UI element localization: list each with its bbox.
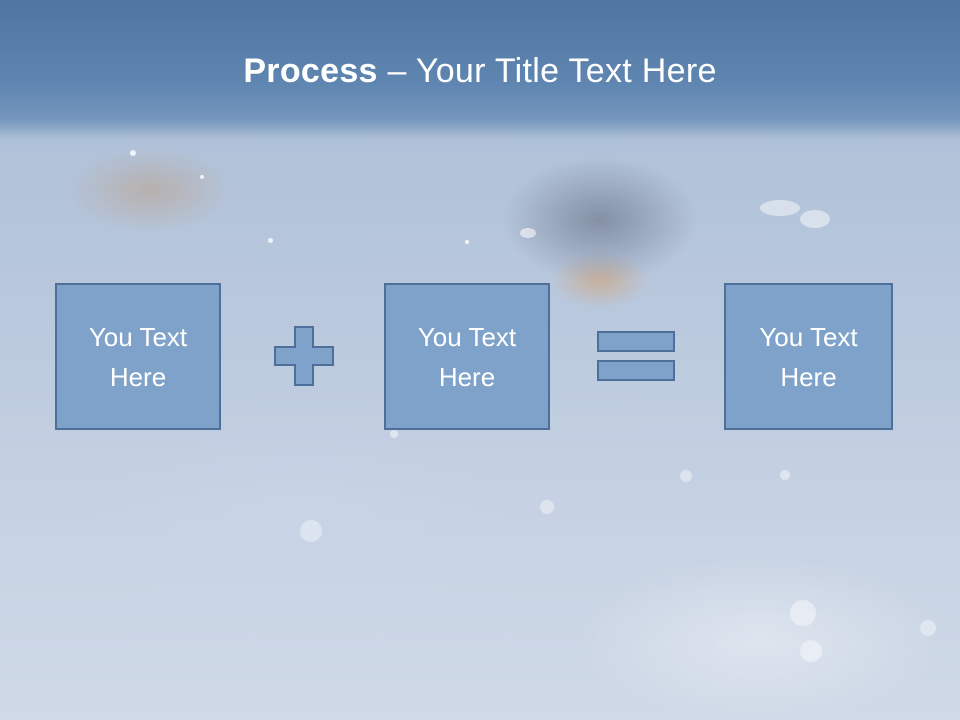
process-box-1-label: You Text Here bbox=[88, 321, 188, 392]
plus-icon bbox=[274, 326, 334, 386]
slide-title: Process – Your Title Text Here bbox=[0, 52, 960, 91]
process-box-2-label: You Text Here bbox=[417, 321, 517, 392]
title-rest: – Your Title Text Here bbox=[377, 52, 717, 90]
title-bold: Process bbox=[243, 52, 378, 90]
title-bar bbox=[0, 0, 960, 140]
process-box-2[interactable]: You Text Here bbox=[384, 283, 550, 430]
process-box-3-label: You Text Here bbox=[759, 321, 858, 392]
process-box-1[interactable]: You Text Here bbox=[55, 283, 221, 430]
equals-icon bbox=[597, 331, 675, 381]
process-box-3[interactable]: You Text Here bbox=[724, 283, 893, 430]
